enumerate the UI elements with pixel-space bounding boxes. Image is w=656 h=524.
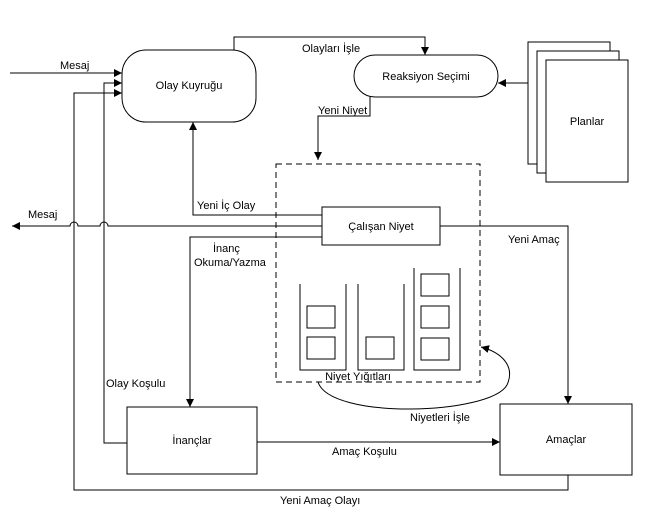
- event-queue-label: Olay Kuyruğu: [156, 80, 223, 92]
- stack-3-item-3: [420, 337, 450, 361]
- reaction-selection-node: [353, 54, 499, 98]
- process-intentions-label: Niyetleri İşle: [410, 411, 470, 424]
- running-intention-label: Çalışan Niyet: [348, 221, 413, 233]
- event-queue-node: [121, 49, 257, 123]
- belief-rw-arrow: [186, 236, 322, 407]
- new-internal-event-arrow: [189, 122, 322, 216]
- belief-rw-label-1: İnanç: [213, 242, 240, 255]
- message-in-label: Mesaj: [60, 60, 89, 72]
- stack-3-item-2: [420, 305, 450, 329]
- process-intentions-arrow: [317, 345, 510, 410]
- stack-3-item-1: [420, 273, 450, 297]
- stack-2-item-1: [365, 336, 395, 360]
- new-goal-label: Yeni Amaç: [508, 234, 560, 246]
- beliefs-node: [126, 406, 258, 475]
- new-intention-label: Yeni Niyet: [318, 105, 367, 117]
- goals-node: [499, 403, 633, 476]
- intention-stacks-label: Niyet Yığıtları: [325, 371, 391, 383]
- stack-1-item-2: [306, 336, 336, 360]
- intention-container: [275, 163, 481, 383]
- belief-rw-label-2: Okuma/Yazma: [194, 257, 267, 269]
- new-goal-event-label: Yeni Amaç Olayı: [280, 495, 360, 507]
- new-intention-arrow: [314, 97, 371, 160]
- goals-label: Amaçlar: [546, 434, 587, 446]
- plans-node: [545, 59, 629, 183]
- event-condition-label: Olay Koşulu: [106, 378, 165, 390]
- message-out-label: Mesaj: [28, 209, 57, 221]
- new-goal-event-arrow: [73, 89, 569, 491]
- intention-stack-1: [299, 284, 347, 371]
- plans-label: Planlar: [570, 116, 605, 128]
- beliefs-label: İnançlar: [172, 434, 211, 447]
- event-condition-arrow: [103, 79, 127, 444]
- running-intention-node: [321, 206, 441, 246]
- process-events-arrow: [233, 36, 429, 55]
- process-events-label: Olayları İşle: [302, 42, 360, 55]
- reaction-selection-label: Reaksiyon Seçimi: [382, 71, 469, 83]
- intention-stack-2: [357, 284, 405, 371]
- new-internal-event-label: Yeni İç Olay: [197, 199, 256, 212]
- new-goal-arrow: [440, 225, 572, 404]
- message-out-arrow: [12, 221, 322, 230]
- stack-1-item-1: [306, 305, 336, 329]
- intention-stack-3: [413, 268, 461, 371]
- goal-condition-label: Amaç Koşulu: [332, 446, 397, 458]
